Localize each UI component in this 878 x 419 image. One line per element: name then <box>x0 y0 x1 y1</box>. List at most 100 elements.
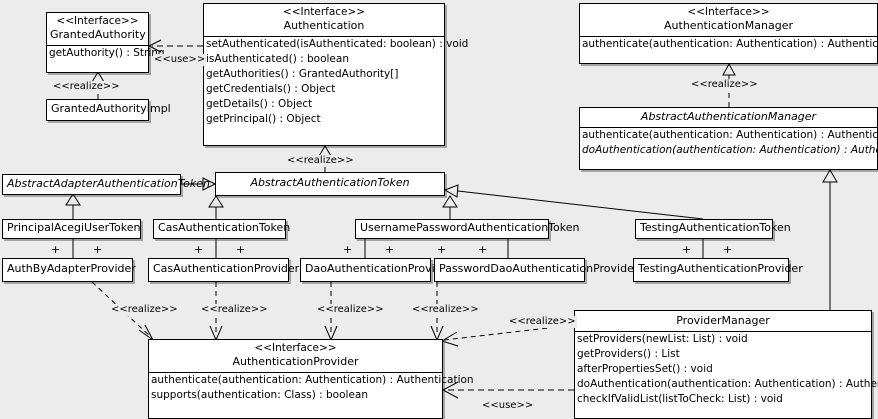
class-header: CasAuthenticationToken <box>154 220 290 237</box>
class-cas-authentication-token[interactable]: CasAuthenticationToken <box>153 219 290 239</box>
hollow-triangle <box>822 169 838 183</box>
class-header: DaoAuthenticationProvider <box>301 259 453 278</box>
stereotype-label: <<Interface>> <box>56 15 139 27</box>
class-granted-authority-impl[interactable]: GrantedAuthorityImpl <box>46 99 171 121</box>
assoc-plus-marker: + <box>51 243 61 256</box>
class-name-label: AbstractAuthenticationToken <box>250 176 410 189</box>
assoc-plus-marker: + <box>437 243 447 256</box>
class-header: AuthByAdapterProvider <box>3 259 136 278</box>
stereotype-label: <<Interface>> <box>282 6 366 18</box>
class-name-label: UsernamePasswordAuthenticationToken <box>360 221 580 234</box>
class-name-label: TestingAuthenticationToken <box>640 221 791 234</box>
method-item: setAuthenticated(isAuthenticated: boolea… <box>206 38 469 50</box>
assoc-plus-marker: + <box>93 243 103 256</box>
hollow-triangle <box>722 62 736 76</box>
class-name-label: PrincipalAcegiUserToken <box>7 221 141 234</box>
method-item: getPrincipal() : Object <box>206 113 321 125</box>
class-header: AbstractAdapterAuthenticationToken <box>3 175 210 193</box>
class-abstract-authentication-manager[interactable]: AbstractAuthenticationManager authentica… <box>579 107 878 170</box>
class-provider-manager[interactable]: ProviderManager setProviders(newList: Li… <box>574 310 878 419</box>
class-abstract-authentication-token[interactable]: AbstractAuthenticationToken <box>215 172 445 196</box>
class-name-label: AuthenticationManager <box>664 19 793 32</box>
method-item: setProviders(newList: List) : void <box>577 333 748 345</box>
class-auth-by-adapter-provider[interactable]: AuthByAdapterProvider <box>2 258 136 282</box>
stereotype-label: <<Interface>> <box>254 342 337 354</box>
class-header: PrincipalAcegiUserToken <box>3 220 140 237</box>
relationship-label-use-providermanager: <<use>> <box>481 400 535 412</box>
relationship-label-realize-grantedauthorityimpl: <<realize>> <box>52 81 121 93</box>
class-header: <<Interface>> AuthenticationManager <box>580 4 877 36</box>
relationship-label-realize-abstractauthtoken: <<realize>> <box>286 155 355 167</box>
class-name-label: TestingAuthenticationProvider <box>638 262 803 275</box>
assoc-plus-marker: + <box>194 243 204 256</box>
class-header: AbstractAuthenticationToken <box>216 173 444 192</box>
class-dao-authentication-provider[interactable]: DaoAuthenticationProvider <box>300 258 453 282</box>
class-name-label: AuthenticationProvider <box>232 355 359 368</box>
open-arrowhead <box>324 325 338 342</box>
class-abstract-adapter-authentication-token[interactable]: AbstractAdapterAuthenticationToken <box>2 174 210 195</box>
open-arrowhead <box>209 325 223 342</box>
class-principal-acegi-user-token[interactable]: PrincipalAcegiUserToken <box>2 219 141 239</box>
class-testing-authentication-provider[interactable]: TestingAuthenticationProvider <box>633 258 803 282</box>
method-item: getAuthority() : String <box>49 47 165 59</box>
method-item: supports(authentication: Class) : boolea… <box>151 389 368 401</box>
relationship-label-realize-daoprovider: <<realize>> <box>316 304 385 316</box>
class-header: GrantedAuthorityImpl <box>47 100 171 118</box>
method-compartment: authenticate(authentication: Authenticat… <box>149 373 474 403</box>
open-arrowhead <box>440 331 459 347</box>
class-username-password-authentication-token[interactable]: UsernamePasswordAuthenticationToken <box>355 219 580 239</box>
method-item: getDetails() : Object <box>206 98 313 110</box>
assoc-plus-marker: + <box>343 243 353 256</box>
open-arrowhead <box>430 325 444 342</box>
relationship-label-use-authentication: <<use>> <box>153 54 207 66</box>
class-name-label: AbstractAuthenticationManager <box>640 110 817 123</box>
compartment-divider <box>575 331 871 332</box>
open-arrowhead <box>138 324 154 341</box>
class-granted-authority[interactable]: <<Interface>> GrantedAuthority getAuthor… <box>46 12 165 73</box>
method-compartment: setProviders(newList: List) : void getPr… <box>575 332 878 407</box>
class-name-label: GrantedAuthorityImpl <box>51 102 171 115</box>
class-header: CasAuthenticationProvider <box>149 259 299 278</box>
method-compartment: authenticate(authentication: Authenticat… <box>580 128 878 158</box>
class-name-label: GrantedAuthority <box>50 28 146 41</box>
relationship-label-realize-passworddaoprovider: <<realize>> <box>411 304 480 316</box>
class-authentication[interactable]: <<Interface>> Authentication setAuthenti… <box>203 3 469 146</box>
method-item: getProviders() : List <box>577 348 680 360</box>
class-header: ProviderManager <box>575 311 871 331</box>
relationship-label-realize-casprovider: <<realize>> <box>200 304 269 316</box>
hollow-triangle <box>442 195 458 208</box>
class-cas-authentication-provider[interactable]: CasAuthenticationProvider <box>148 258 299 282</box>
method-item: authenticate(authentication: Authenticat… <box>582 38 878 50</box>
compartment-divider <box>580 127 877 128</box>
method-item: getAuthorities() : GrantedAuthority[] <box>206 68 399 80</box>
method-compartment: authenticate(authentication: Authenticat… <box>580 37 878 52</box>
class-authentication-provider[interactable]: <<Interface>> AuthenticationProvider aut… <box>148 339 474 419</box>
class-header: PasswordDaoAuthenticationProvider <box>435 259 638 278</box>
class-header: <<Interface>> GrantedAuthority <box>47 13 148 45</box>
hollow-triangle <box>208 195 224 208</box>
method-compartment: getAuthority() : String <box>47 46 165 61</box>
compartment-divider <box>204 36 444 37</box>
generalization-testingtoken-line <box>457 190 704 220</box>
class-name-label: Authentication <box>283 19 365 32</box>
compartment-divider <box>580 36 877 37</box>
method-item: afterPropertiesSet() : void <box>577 363 713 375</box>
assoc-plus-marker: + <box>682 243 692 256</box>
class-name-label: DaoAuthenticationProvider <box>305 262 453 275</box>
method-item: doAuthentication(authentication: Authent… <box>577 378 878 390</box>
assoc-plus-marker: + <box>478 243 488 256</box>
class-password-dao-authentication-provider[interactable]: PasswordDaoAuthenticationProvider <box>434 258 638 282</box>
class-header: <<Interface>> Authentication <box>204 4 444 36</box>
class-name-label: AuthByAdapterProvider <box>7 262 136 275</box>
class-authentication-manager[interactable]: <<Interface>> AuthenticationManager auth… <box>579 3 878 64</box>
method-item: authenticate(authentication: Authenticat… <box>582 129 878 141</box>
hollow-triangle <box>443 184 459 198</box>
relationship-label-realize-abstractauthmanager: <<realize>> <box>690 79 759 91</box>
assoc-plus-marker: + <box>385 243 395 256</box>
class-header: TestingAuthenticationProvider <box>634 259 803 278</box>
method-item: isAuthenticated() : boolean <box>206 53 349 65</box>
class-header: UsernamePasswordAuthenticationToken <box>356 220 580 237</box>
class-testing-authentication-token[interactable]: TestingAuthenticationToken <box>635 219 791 239</box>
method-item: getCredentials() : Object <box>206 83 336 95</box>
